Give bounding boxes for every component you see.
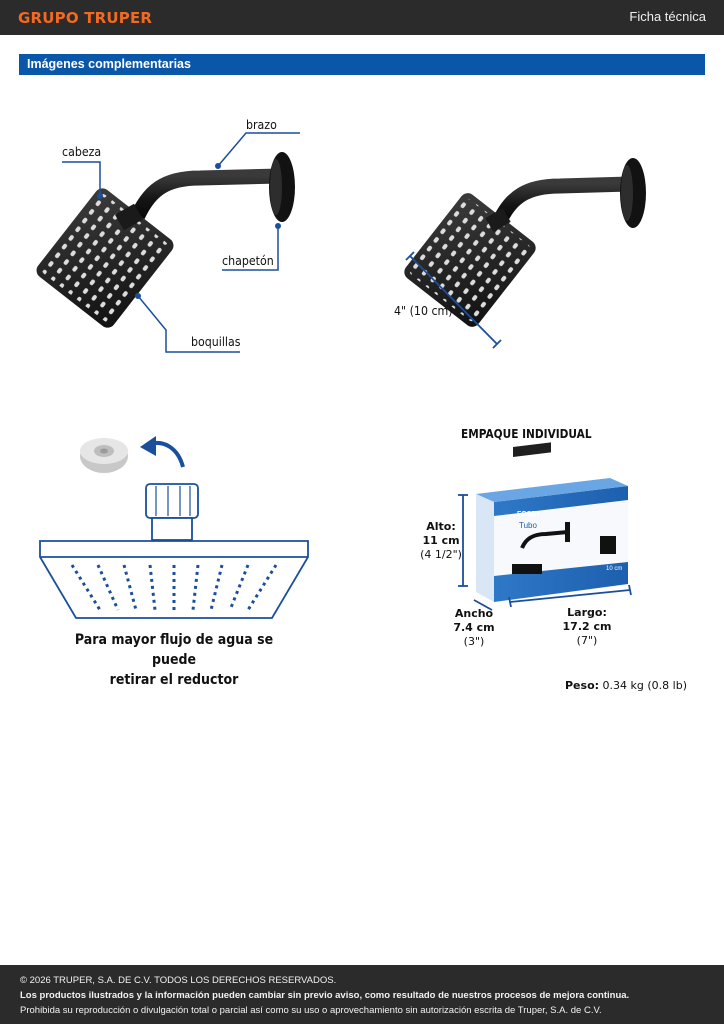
weight-value: 0.34 kg (0.8 lb)	[602, 679, 687, 692]
document-type-label: Ficha técnica	[629, 9, 706, 24]
section-title: Imágenes complementarias	[27, 57, 191, 71]
footer-copyright: © 2026 TRUPER, S.A. DE C.V. TODOS LOS DE…	[20, 975, 337, 986]
truper-logo: GRUPO TRUPER	[18, 9, 153, 27]
footer: © 2026 TRUPER, S.A. DE C.V. TODOS LOS DE…	[0, 965, 724, 1024]
package-title: EMPAQUE INDIVIDUAL	[461, 427, 592, 441]
dim-largo-label: Largo:	[567, 606, 607, 619]
top-header-bar: GRUPO TRUPER Ficha técnica	[0, 0, 724, 35]
shower-size-image	[404, 158, 646, 349]
label-chapeton: chapetón	[222, 254, 274, 268]
footer-notice: Los productos ilustrados y la informació…	[20, 990, 630, 1001]
label-boquillas: boquillas	[191, 335, 241, 349]
label-cabeza: cabeza	[62, 145, 102, 159]
footer-prohibition: Prohibida su reproducción o divulgación …	[20, 1005, 602, 1016]
box-brand: FOSET	[517, 511, 541, 518]
dim-ancho: Ancho 7.4 cm (3")	[450, 607, 498, 649]
dim-alto-metric: 11 cm	[422, 534, 460, 547]
reducer-illustration	[39, 436, 309, 619]
box-size: 10 cm	[606, 566, 623, 572]
section-title-bar: Imágenes complementarias	[19, 54, 705, 75]
flow-note-line-2: retirar el reductor	[109, 672, 239, 688]
shower-parts-image	[36, 132, 300, 353]
dim-ancho-label: Ancho	[454, 607, 494, 620]
dim-alto-imperial: (4 1/2")	[420, 548, 462, 561]
size-label: 4" (10 cm)	[394, 304, 453, 318]
label-brazo: brazo	[246, 118, 277, 132]
dim-largo: Largo: 17.2 cm (7")	[560, 606, 614, 648]
dim-largo-imperial: (7")	[576, 634, 598, 647]
product-illustrations	[36, 132, 646, 619]
box-line: Tubo	[519, 521, 537, 530]
dim-alto: Alto: 11 cm (4 1/2")	[418, 520, 464, 562]
flow-note-line-1: Para mayor flujo de agua se puede	[74, 632, 274, 668]
dim-largo-metric: 17.2 cm	[562, 620, 612, 633]
weight-label: Peso:	[565, 679, 600, 692]
package-box-image	[476, 442, 628, 602]
package-weight: Peso: 0.34 kg (0.8 lb)	[565, 679, 687, 692]
flow-note: Para mayor flujo de agua se puede retira…	[53, 630, 294, 690]
dim-alto-label: Alto:	[426, 520, 456, 533]
dim-ancho-imperial: (3")	[463, 635, 485, 648]
package-dimension-lines	[458, 494, 632, 611]
dim-ancho-metric: 7.4 cm	[453, 621, 495, 634]
